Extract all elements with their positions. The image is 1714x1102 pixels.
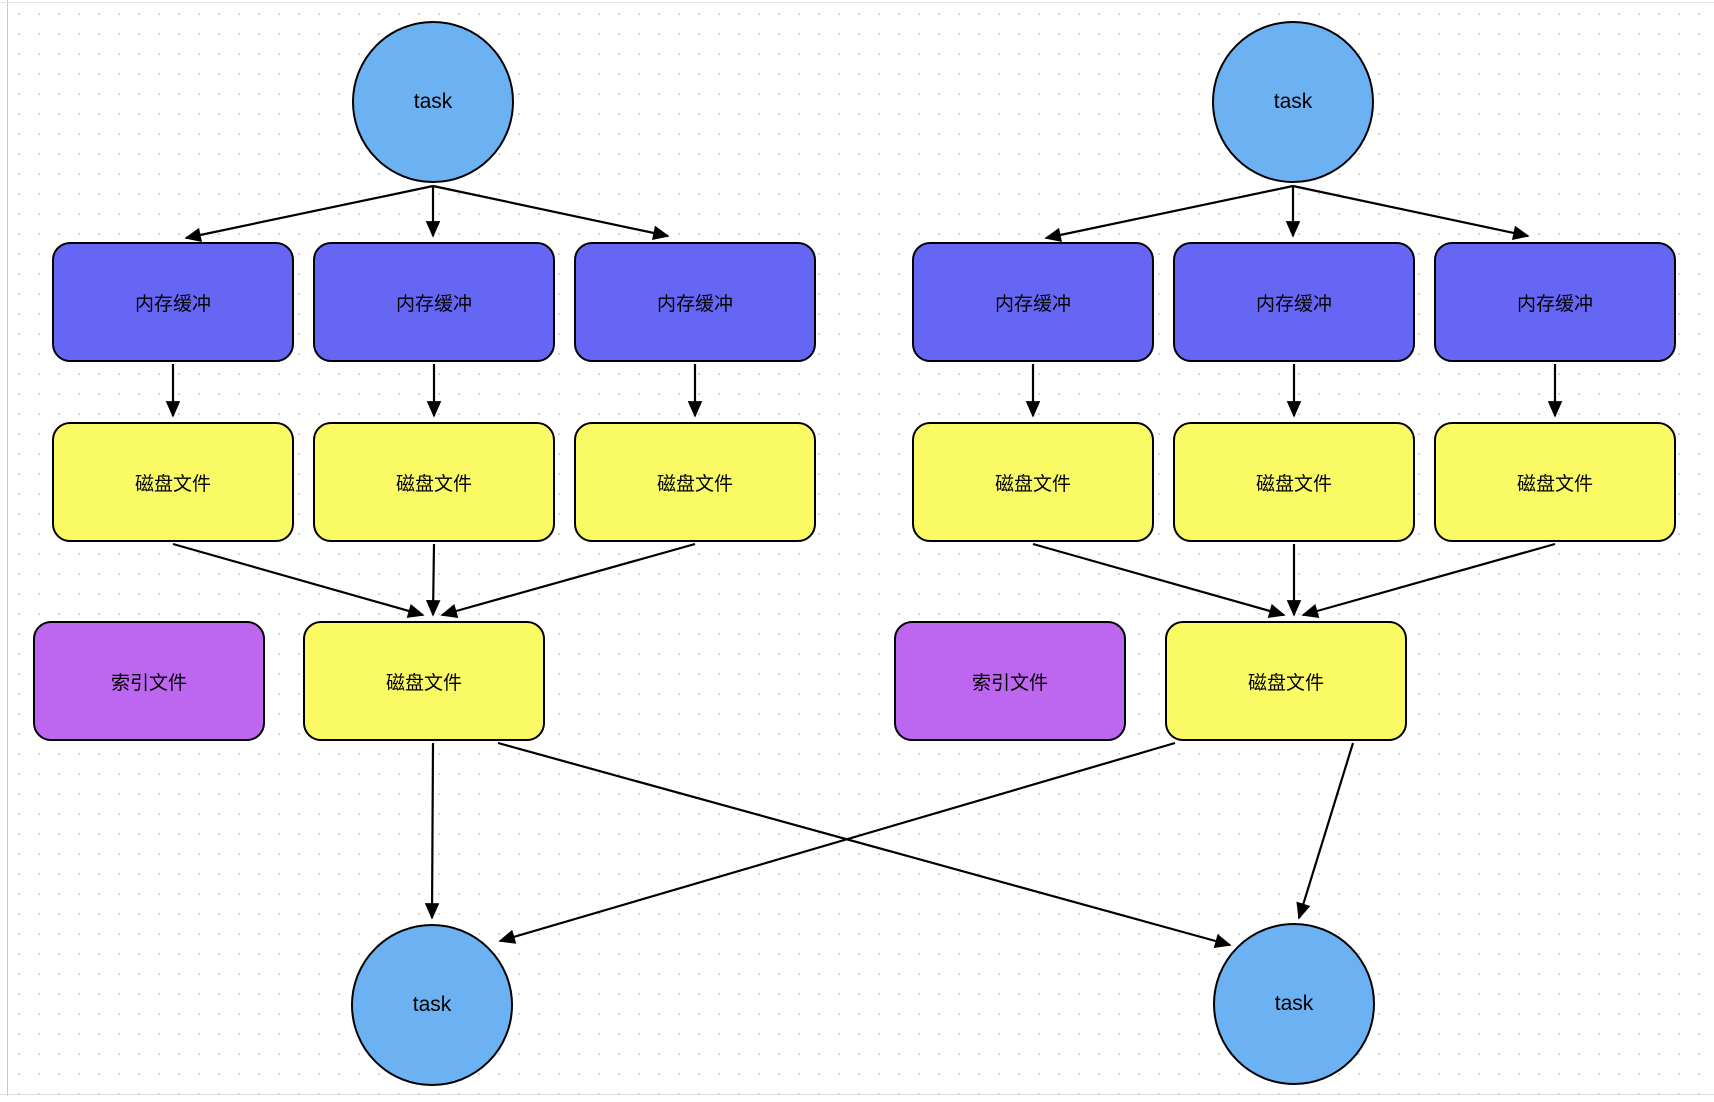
canvas-left-border: [7, 0, 8, 1096]
left-memory-buffer-node-3[interactable]: 内存缓冲: [574, 242, 816, 362]
disk-file-label: 磁盘文件: [395, 473, 472, 495]
left-bottom-task-node[interactable]: task: [351, 924, 513, 1086]
disk-file-label: 磁盘文件: [134, 473, 211, 495]
edge-task-to-buffer[interactable]: [1044, 184, 1294, 243]
right-disk-file-node-1[interactable]: 磁盘文件: [912, 422, 1154, 542]
left-memory-buffer-node-2[interactable]: 内存缓冲: [313, 242, 555, 362]
task-label: task: [412, 993, 452, 1016]
index-file-label: 索引文件: [971, 672, 1048, 694]
right-disk-file-node-3[interactable]: 磁盘文件: [1434, 422, 1676, 542]
edge-disk-to-merged[interactable]: [1301, 542, 1556, 618]
right-index-file-node[interactable]: 索引文件: [894, 621, 1126, 741]
right-disk-file-node-2[interactable]: 磁盘文件: [1173, 422, 1415, 542]
memory-buffer-label: 内存缓冲: [134, 293, 211, 315]
memory-buffer-label: 内存缓冲: [994, 293, 1071, 315]
edge-task-to-buffer[interactable]: [432, 184, 670, 241]
memory-buffer-label: 内存缓冲: [1255, 293, 1332, 315]
right-bottom-task-node[interactable]: task: [1213, 923, 1375, 1085]
memory-buffer-label: 内存缓冲: [656, 293, 733, 315]
edge-task-to-buffer[interactable]: [1292, 184, 1530, 241]
task-label: task: [413, 90, 453, 113]
memory-buffer-label: 内存缓冲: [395, 293, 472, 315]
right-merged-disk-file-node[interactable]: 磁盘文件: [1165, 621, 1407, 741]
memory-buffer-label: 内存缓冲: [1516, 293, 1593, 315]
left-index-file-node[interactable]: 索引文件: [33, 621, 265, 741]
index-file-label: 索引文件: [110, 672, 187, 694]
edge-disk-to-merged[interactable]: [440, 542, 696, 618]
task-label: task: [1274, 992, 1314, 1015]
edge-merged-to-task[interactable]: [1296, 742, 1355, 920]
left-merged-disk-file-node[interactable]: 磁盘文件: [303, 621, 545, 741]
left-disk-file-node-2[interactable]: 磁盘文件: [313, 422, 555, 542]
right-memory-buffer-node-2[interactable]: 内存缓冲: [1173, 242, 1415, 362]
disk-file-label: 磁盘文件: [994, 473, 1071, 495]
right-memory-buffer-node-3[interactable]: 内存缓冲: [1434, 242, 1676, 362]
edge-task-to-buffer[interactable]: [184, 184, 434, 243]
disk-file-label: 磁盘文件: [656, 473, 733, 495]
left-disk-file-node-1[interactable]: 磁盘文件: [52, 422, 294, 542]
edge-disk-to-merged[interactable]: [425, 543, 441, 617]
task-label: task: [1273, 90, 1313, 113]
edge-merged-cross-to-right-task[interactable]: [497, 741, 1232, 949]
canvas-bottom-border: [0, 1094, 1714, 1095]
left-disk-file-node-3[interactable]: 磁盘文件: [574, 422, 816, 542]
edge-merged-to-task[interactable]: [424, 742, 440, 920]
edge-disk-to-merged[interactable]: [1032, 542, 1286, 618]
disk-file-label: 磁盘文件: [385, 672, 462, 694]
edge-merged-cross-to-left-task[interactable]: [498, 741, 1176, 944]
disk-file-label: 磁盘文件: [1255, 473, 1332, 495]
canvas-top-border: [0, 2, 1714, 3]
left-top-task-node[interactable]: task: [352, 21, 514, 183]
disk-file-label: 磁盘文件: [1516, 473, 1593, 495]
disk-file-label: 磁盘文件: [1247, 672, 1324, 694]
edge-disk-to-merged[interactable]: [172, 542, 425, 618]
right-top-task-node[interactable]: task: [1212, 21, 1374, 183]
right-memory-buffer-node-1[interactable]: 内存缓冲: [912, 242, 1154, 362]
left-memory-buffer-node-1[interactable]: 内存缓冲: [52, 242, 294, 362]
